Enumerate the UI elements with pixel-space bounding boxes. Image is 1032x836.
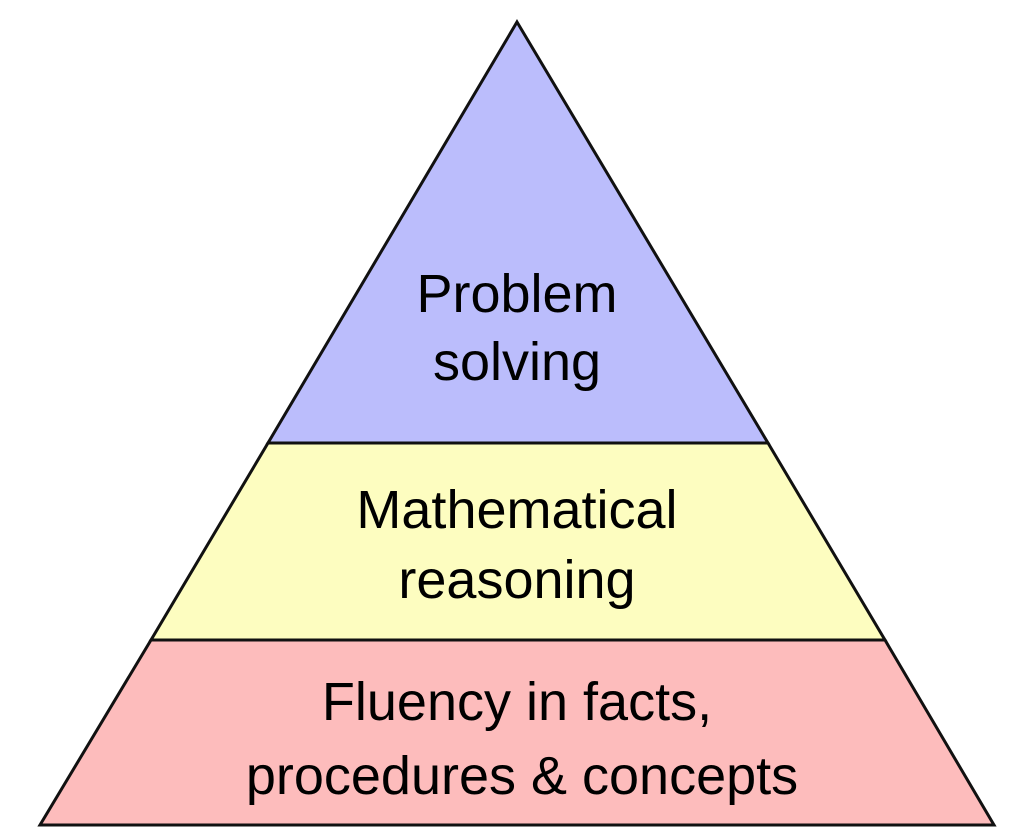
tier-bottom-label-line-2: procedures & concepts: [246, 746, 798, 806]
tier-top-label-line-2: solving: [433, 332, 601, 392]
tier-middle-label-line-2: reasoning: [398, 550, 635, 610]
tier-fluency: Fluency in facts, procedures & concepts: [37, 638, 997, 827]
tier-mathematical-reasoning: Mathematical reasoning: [148, 441, 888, 642]
tier-problem-solving: Problem solving: [265, 19, 771, 445]
tier-middle-shape: [148, 441, 888, 642]
tier-bottom-shape: [37, 638, 997, 827]
tier-middle-label-line-1: Mathematical: [356, 480, 677, 540]
tier-top-label-line-1: Problem: [416, 264, 617, 324]
tier-bottom-label-line-1: Fluency in facts,: [322, 672, 712, 732]
